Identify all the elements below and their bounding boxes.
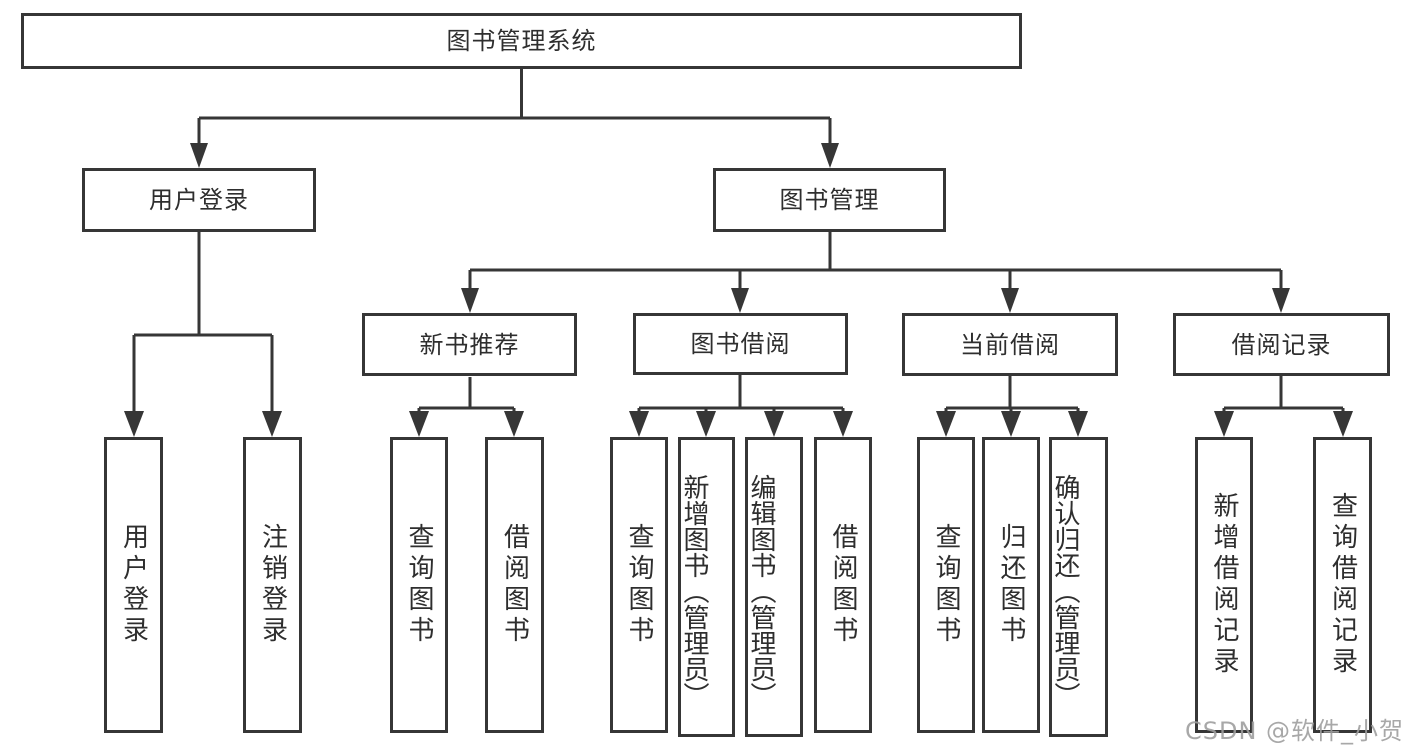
leaf-current-query-books-label: 查询图书 xyxy=(931,523,961,647)
leaf-user-login: 用户登录 xyxy=(104,437,163,733)
leaf-logout: 注销登录 xyxy=(243,437,302,733)
leaf-borrow-query-books-label: 查询图书 xyxy=(624,523,654,647)
leaf-add-borrow-record: 新增借阅记录 xyxy=(1195,437,1253,733)
leaf-return-books-label: 归还图书 xyxy=(996,523,1026,647)
node-book-management: 图书管理 xyxy=(713,168,946,232)
leaf-newbook-borrow-books-label: 借阅图书 xyxy=(499,523,530,647)
leaf-borrow-borrow-books: 借阅图书 xyxy=(814,437,872,733)
leaf-query-borrow-record: 查询借阅记录 xyxy=(1313,437,1372,733)
leaf-confirm-return-admin: 确认归还（管理员） xyxy=(1049,437,1108,737)
node-current-borrow: 当前借阅 xyxy=(902,313,1118,376)
node-new-book-recommend: 新书推荐 xyxy=(362,313,577,376)
node-borrow-record: 借阅记录 xyxy=(1173,313,1390,376)
leaf-borrow-query-books: 查询图书 xyxy=(610,437,668,733)
node-new-book-recommend-label: 新书推荐 xyxy=(419,330,520,359)
leaf-edit-books-admin: 编辑图书（管理员） xyxy=(745,437,803,737)
leaf-logout-label: 注销登录 xyxy=(257,523,288,647)
leaf-newbook-borrow-books: 借阅图书 xyxy=(485,437,544,733)
leaf-borrow-borrow-books-label: 借阅图书 xyxy=(828,523,858,647)
node-book-management-label: 图书管理 xyxy=(779,186,880,214)
leaf-newbook-query-books-label: 查询图书 xyxy=(404,523,434,647)
leaf-current-query-books: 查询图书 xyxy=(917,437,975,733)
leaf-return-books: 归还图书 xyxy=(982,437,1040,733)
node-current-borrow-label: 当前借阅 xyxy=(960,330,1060,359)
node-user-login: 用户登录 xyxy=(82,168,316,232)
leaf-add-borrow-record-label: 新增借阅记录 xyxy=(1209,492,1239,678)
leaf-user-login-label: 用户登录 xyxy=(118,523,149,647)
csdn-watermark: CSDN @软件_小贺同学 xyxy=(1185,717,1405,745)
leaf-edit-books-admin-label: 编辑图书（管理员） xyxy=(746,474,776,708)
node-user-login-label: 用户登录 xyxy=(149,186,249,214)
leaf-query-borrow-record-label: 查询借阅记录 xyxy=(1327,492,1358,678)
leaf-newbook-query-books: 查询图书 xyxy=(390,437,448,733)
node-root: 图书管理系统 xyxy=(21,13,1022,69)
node-root-label: 图书管理系统 xyxy=(446,27,597,55)
node-borrow-record-label: 借阅记录 xyxy=(1231,330,1332,359)
leaf-add-books-admin-label: 新增图书（管理员） xyxy=(679,474,709,708)
node-book-borrow-label: 图书借阅 xyxy=(690,330,791,358)
node-book-borrow: 图书借阅 xyxy=(633,313,848,375)
leaf-confirm-return-admin-label: 确认归还（管理员） xyxy=(1050,474,1080,708)
leaf-add-books-admin: 新增图书（管理员） xyxy=(678,437,735,737)
